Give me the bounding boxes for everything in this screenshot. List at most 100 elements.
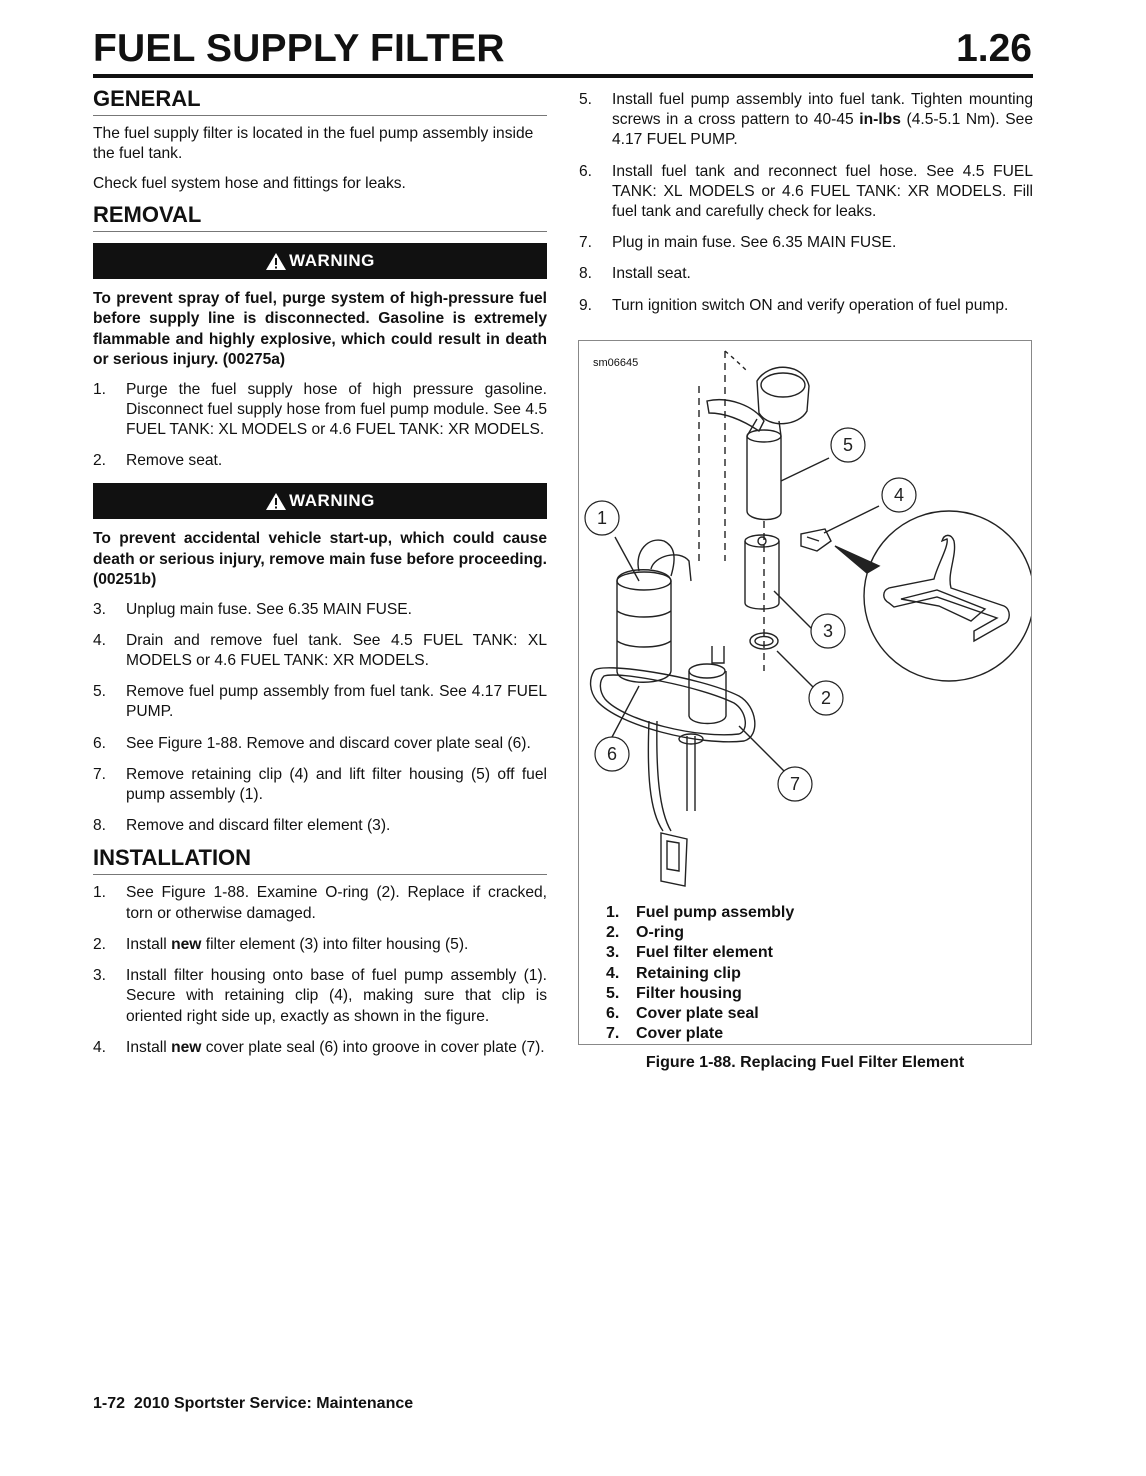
step-text: Turn ignition switch ON and verify opera… bbox=[612, 296, 1009, 314]
list-item: 7.Remove retaining clip (4) and lift fil… bbox=[93, 765, 547, 805]
header-rule bbox=[93, 74, 1033, 78]
callout-label: 3 bbox=[823, 621, 833, 641]
callout-circle bbox=[584, 500, 620, 536]
list-item: 2.Install new filter element (3) into fi… bbox=[93, 935, 547, 955]
list-item: 4.Drain and remove fuel tank. See 4.5 FU… bbox=[93, 631, 547, 671]
legend-number: 6. bbox=[606, 1005, 620, 1023]
retaining-clip-magnified-inner bbox=[900, 589, 987, 622]
callout-circle bbox=[810, 613, 846, 649]
step-number: 1. bbox=[93, 380, 107, 398]
legend-item: 6.Cover plate seal bbox=[606, 1004, 794, 1024]
callout-circle bbox=[830, 427, 866, 463]
filter-housing-body bbox=[746, 436, 782, 521]
list-item: 2. Remove seat. bbox=[93, 451, 547, 471]
section-number: 1.26 bbox=[956, 27, 1032, 70]
guide-line bbox=[698, 351, 765, 671]
cover-plate bbox=[589, 667, 756, 743]
step-text: Purge the fuel supply hose of high press… bbox=[126, 380, 547, 439]
step-text: Remove and discard filter element (3). bbox=[126, 817, 391, 835]
step-text-emphasis: in-lbs bbox=[859, 111, 901, 129]
fuel-pump-illustration: 1 2 3 4 5 6 7 bbox=[584, 350, 1031, 887]
filter-housing-rim bbox=[746, 429, 782, 443]
list-item: 1.See Figure 1-88. Examine O-ring (2). R… bbox=[93, 883, 547, 923]
warning-triangle-icon bbox=[266, 252, 287, 270]
step-text-part: Install bbox=[126, 935, 172, 953]
legend-number: 3. bbox=[606, 944, 620, 962]
list-item: 1. Purge the fuel supply hose of high pre… bbox=[93, 380, 547, 441]
guide-line bbox=[724, 350, 748, 372]
hose-fitting bbox=[706, 399, 765, 433]
step-text-part: Install fuel pump assembly into fuel tan… bbox=[612, 91, 1033, 129]
list-item: 3.Install filter housing onto base of fu… bbox=[93, 966, 547, 1027]
step-text: Install fuel tank and reconnect fuel hos… bbox=[612, 162, 1033, 221]
retaining-clip-magnified bbox=[883, 534, 1010, 643]
list-item: 6. Install fuel tank and reconnect fuel h… bbox=[579, 162, 1033, 223]
step-text: Unplug main fuse. See 6.35 MAIN FUSE. bbox=[126, 600, 413, 618]
regulator-fitting bbox=[711, 646, 725, 664]
wire-harness bbox=[647, 720, 672, 832]
legend-label: Retaining clip bbox=[636, 964, 741, 982]
legend-item: 1.Fuel pump assembly bbox=[606, 903, 794, 923]
o-ring-inner bbox=[754, 635, 774, 647]
step-text-emphasis: new bbox=[171, 1038, 202, 1056]
step-text: Remove fuel pump assembly from fuel tank… bbox=[126, 683, 547, 721]
o-ring bbox=[749, 632, 779, 650]
figure-box: sm06645 bbox=[578, 340, 1032, 1045]
step-number: 2. bbox=[93, 452, 107, 470]
legend-label: Fuel pump assembly bbox=[636, 904, 795, 921]
list-item: 8.Install seat. bbox=[579, 264, 1033, 284]
right-column: 5.Install fuel pump assembly into fuel t… bbox=[579, 90, 1033, 327]
stem-ring bbox=[678, 733, 704, 745]
step-text: Install filter housing onto base of fuel… bbox=[126, 967, 547, 1025]
left-column: GENERAL The fuel supply filter is locate… bbox=[93, 86, 547, 1069]
step-number: 3. bbox=[93, 600, 107, 618]
filter-element-top bbox=[744, 534, 780, 548]
warning-text: To prevent accidental vehicle start-up, … bbox=[93, 530, 547, 589]
legend-label: O-ring bbox=[636, 924, 684, 942]
step-text: Install fuel pump assembly into fuel tan… bbox=[612, 90, 1033, 151]
filter-housing-top bbox=[756, 366, 810, 425]
leader-line bbox=[614, 536, 640, 582]
pump-top bbox=[616, 571, 672, 591]
general-paragraph: The fuel supply filter is located in the… bbox=[93, 125, 534, 162]
callout-label: 6 bbox=[607, 744, 617, 764]
leader-line bbox=[773, 590, 815, 632]
warning-triangle-icon bbox=[266, 492, 287, 510]
pump-stem bbox=[686, 736, 696, 811]
step-number: 9. bbox=[579, 296, 593, 314]
list-item: 6.See Figure 1-88. Remove and discard co… bbox=[93, 734, 547, 754]
installation-steps-left: 1.See Figure 1-88. Examine O-ring (2). R… bbox=[93, 883, 547, 1057]
pump-body bbox=[616, 569, 672, 683]
step-number: 4. bbox=[93, 1038, 107, 1056]
general-heading: GENERAL bbox=[93, 86, 547, 116]
step-text: Install new cover plate seal (6) into gr… bbox=[126, 1038, 547, 1058]
legend-number: 2. bbox=[606, 924, 620, 942]
callout-circle bbox=[881, 477, 917, 513]
installation-heading: INSTALLATION bbox=[93, 845, 547, 876]
legend-item: 7.Cover plate bbox=[606, 1024, 794, 1044]
warning-text: To prevent spray of fuel, purge system o… bbox=[93, 290, 547, 369]
callout-label: 7 bbox=[790, 774, 800, 794]
step-text: Install seat. bbox=[612, 265, 691, 283]
regulator-top bbox=[688, 663, 726, 679]
step-number: 5. bbox=[93, 683, 107, 701]
page-footer: 1-72 2010 Sportster Service: Maintenance bbox=[93, 1395, 414, 1412]
step-number: 6. bbox=[579, 162, 593, 180]
leader-line bbox=[823, 505, 880, 534]
list-item: 5.Install fuel pump assembly into fuel t… bbox=[579, 90, 1033, 151]
list-item: 9. Turn ignition switch ON and verify ope… bbox=[579, 296, 1033, 316]
step-text: Remove seat. bbox=[126, 452, 223, 470]
callout-circle bbox=[594, 736, 630, 772]
leader-line bbox=[780, 457, 830, 482]
step-number: 2. bbox=[93, 935, 107, 953]
step-text-part: filter element (3) into filter housing (… bbox=[201, 935, 469, 953]
legend-number: 4. bbox=[606, 964, 620, 982]
legend-number: 5. bbox=[606, 984, 620, 1002]
step-number: 4. bbox=[93, 631, 107, 649]
cover-plate-seal bbox=[599, 674, 746, 736]
step-number: 8. bbox=[93, 817, 107, 835]
step-text-part: (4.5-5.1 Nm). See 4.17 FUEL PUMP. bbox=[612, 111, 1033, 149]
page-title: FUEL SUPPLY FILTER bbox=[93, 27, 505, 70]
pump-hoses bbox=[637, 539, 692, 582]
